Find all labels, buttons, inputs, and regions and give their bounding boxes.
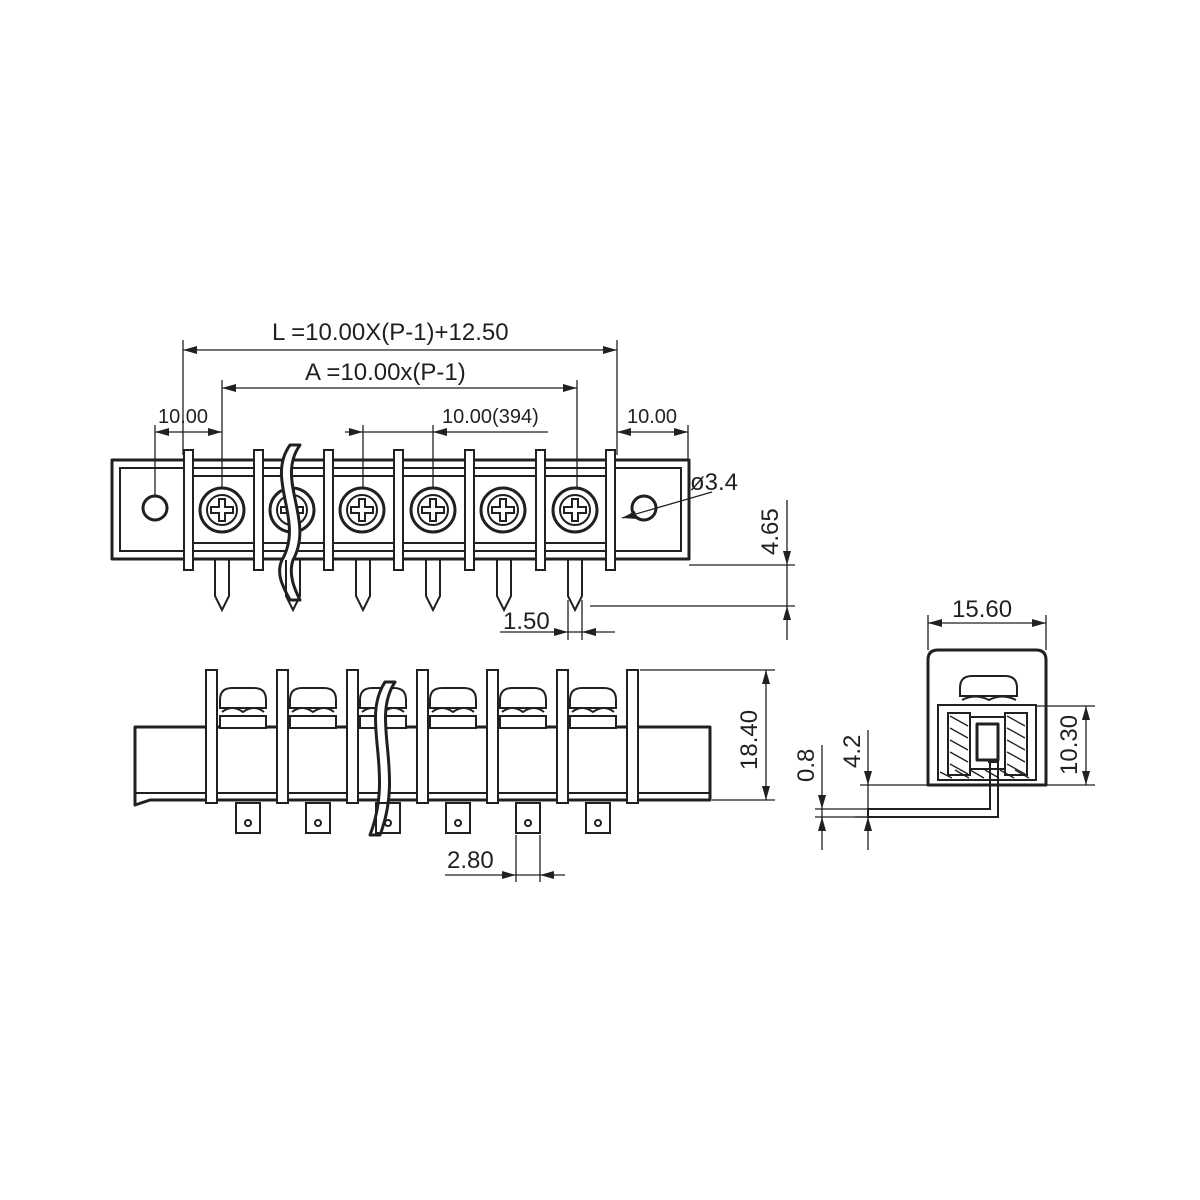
pin-thickness-label: 0.8 [793,749,820,782]
barrier-ribs [183,449,616,571]
front-dimensions: 18.40 2.80 [445,669,775,882]
tab-width-label: 2.80 [447,847,494,874]
terminal-heads [219,687,617,729]
break-line-top [278,443,302,602]
overall-length-label: L =10.00X(P-1)+12.50 [272,319,509,346]
top-view [110,443,691,613]
top-dimensions: L =10.00X(P-1)+12.50 A =10.00x(P-1) 10.0… [154,319,795,640]
pin-width-label: 1.50 [503,608,550,635]
front-barriers [205,669,639,804]
pin-offset-label: 4.65 [757,508,784,555]
break-line-front [368,680,397,837]
side-dimensions: 15.60 10.30 4.2 0.8 [793,596,1095,850]
side-body [926,648,1048,787]
pin-drop-label: 4.2 [839,735,866,768]
top-pins [214,560,583,613]
solder-tabs [235,802,611,834]
front-view [133,669,712,837]
side-height-label: 10.30 [1056,715,1083,775]
height-label: 18.40 [736,710,763,770]
pitch-span-label: A =10.00x(P-1) [305,359,466,386]
hole-diameter-label: ø3.4 [690,469,738,496]
pitch-label: 10.00(394) [442,406,539,428]
mounting-hole-left [141,494,169,522]
side-view [867,648,1048,818]
depth-label: 15.60 [952,596,1012,623]
side-pin [867,761,999,818]
side-screw [959,675,1018,702]
left-margin-label: 10.00 [158,406,208,428]
side-clamp [937,704,1037,781]
right-margin-label: 10.00 [627,406,677,428]
